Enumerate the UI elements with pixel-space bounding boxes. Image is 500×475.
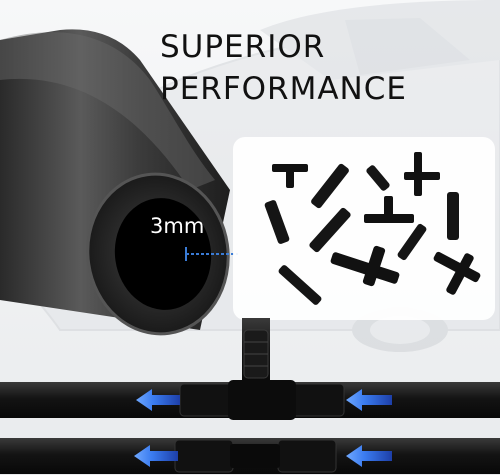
vertical-pipe <box>242 318 270 390</box>
upper-pipe-run <box>0 380 500 420</box>
headline: SUPERIOR PERFORMANCE <box>160 26 407 110</box>
tube-cross-section <box>0 29 238 336</box>
lower-pipe-run <box>0 438 500 474</box>
headline-line-1: SUPERIOR <box>160 29 326 65</box>
headline-line-2: PERFORMANCE <box>160 71 407 107</box>
straight-connector-icon <box>264 163 459 305</box>
tee-connector-icon <box>272 152 481 295</box>
connector-assortment-panel <box>233 137 495 320</box>
inner-diameter-label: 3mm <box>150 214 205 238</box>
arrow-left-icon <box>134 389 392 467</box>
